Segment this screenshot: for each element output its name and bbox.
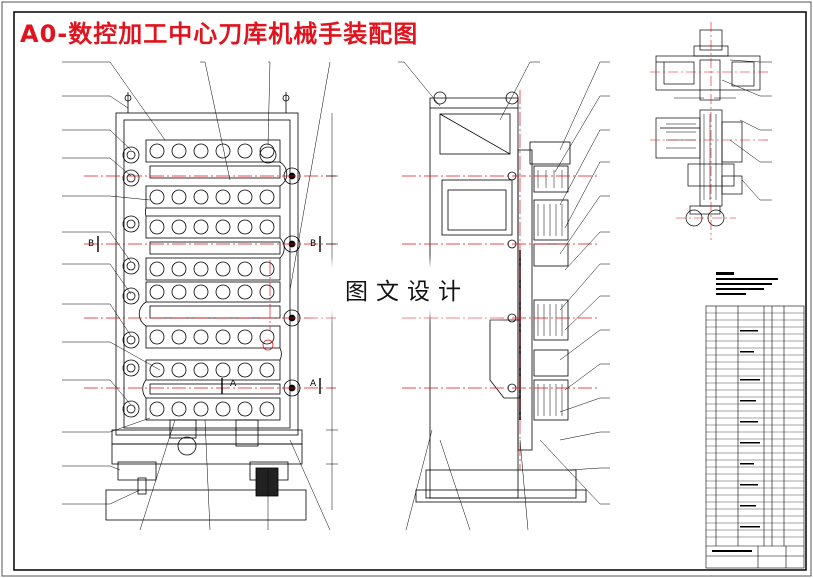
detail-view-leaders	[674, 59, 772, 201]
section-centerlines	[84, 175, 336, 389]
parts-list-rows	[706, 312, 804, 538]
drawing-title: A0-数控加工中心刀库机械手装配图	[20, 20, 419, 48]
detail-view-centerlines	[650, 22, 770, 240]
side-view-leaders	[398, 61, 610, 531]
parts-list-entries	[712, 330, 760, 552]
section-label-a-left: A	[230, 379, 237, 389]
dimension-lines	[326, 113, 338, 510]
inner-frame	[13, 11, 807, 571]
section-label-b-right: B	[310, 239, 316, 249]
tool-pocket-rows	[122, 139, 301, 421]
side-view-centerlines	[402, 90, 600, 470]
detail-view-hatching	[666, 114, 717, 200]
watermark-text: 图文设计	[318, 268, 496, 310]
front-view-leaders	[62, 61, 331, 531]
side-view-hatching	[537, 170, 563, 416]
notes-block	[716, 272, 778, 295]
section-label-a-right: A	[310, 379, 317, 389]
detail-view-upper	[655, 29, 761, 227]
section-label-b-left: B	[88, 239, 94, 249]
parts-list-table	[705, 305, 805, 569]
section-marks: B B A A	[88, 236, 321, 394]
